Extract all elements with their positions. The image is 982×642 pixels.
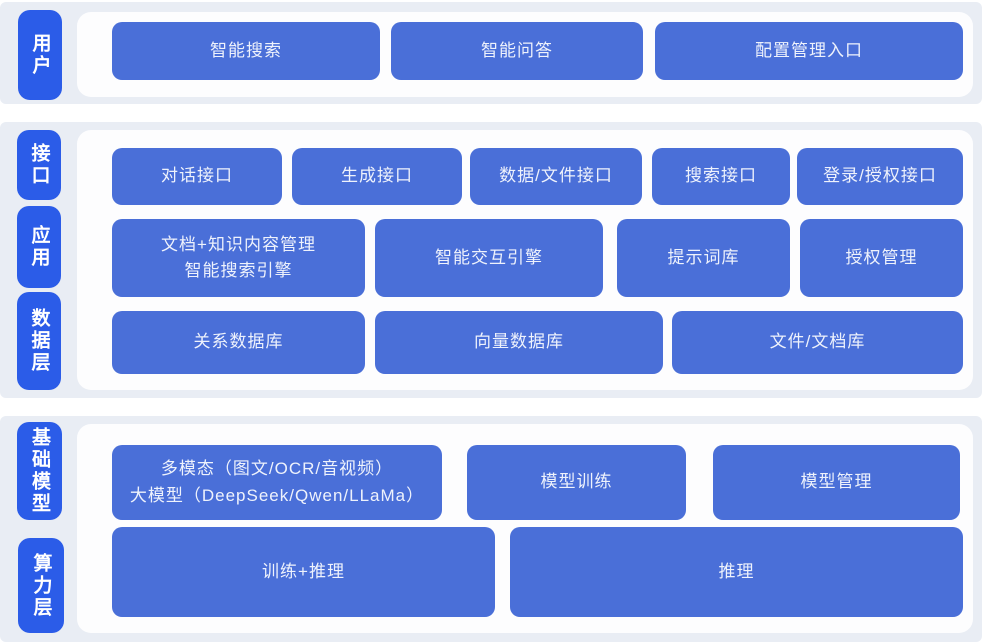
layer-label-data-text: 数据层 bbox=[28, 308, 50, 374]
layer-label-compute-text: 算力层 bbox=[30, 552, 52, 619]
block-generation-api: 生成接口 bbox=[292, 148, 462, 205]
block-inference: 推理 bbox=[510, 527, 963, 617]
layer-label-application: 应用 bbox=[17, 206, 61, 288]
block-login-auth-api: 登录/授权接口 bbox=[797, 148, 963, 205]
layer-label-foundation-model: 基础模型 bbox=[17, 422, 62, 520]
block-config-management-entry: 配置管理入口 bbox=[655, 22, 963, 80]
block-auth-management: 授权管理 bbox=[800, 219, 963, 297]
block-model-training: 模型训练 bbox=[467, 445, 686, 520]
block-dialog-api: 对话接口 bbox=[112, 148, 282, 205]
block-multimodal-llm: 多模态（图文/OCR/音视频） 大模型（DeepSeek/Qwen/LLaMa） bbox=[112, 445, 442, 520]
block-vector-db: 向量数据库 bbox=[375, 311, 663, 374]
block-prompt-library: 提示词库 bbox=[617, 219, 790, 297]
block-search-api: 搜索接口 bbox=[652, 148, 790, 205]
block-doc-knowledge-management: 文档+知识内容管理 智能搜索引擎 bbox=[112, 219, 365, 297]
layer-label-data: 数据层 bbox=[17, 292, 61, 390]
layer-label-application-text: 应用 bbox=[28, 225, 50, 269]
layer-label-user-text: 用户 bbox=[29, 33, 51, 77]
block-intelligent-qa: 智能问答 bbox=[391, 22, 643, 80]
layer-label-interface-text: 接口 bbox=[28, 143, 50, 187]
layer-label-user: 用户 bbox=[18, 10, 62, 100]
block-data-file-api: 数据/文件接口 bbox=[470, 148, 642, 205]
block-intelligent-search: 智能搜索 bbox=[112, 22, 380, 80]
block-relational-db: 关系数据库 bbox=[112, 311, 365, 374]
block-training-inference: 训练+推理 bbox=[112, 527, 495, 617]
layer-label-interface: 接口 bbox=[17, 130, 61, 200]
block-file-doc-store: 文件/文档库 bbox=[672, 311, 963, 374]
layer-label-compute: 算力层 bbox=[18, 538, 64, 633]
block-interaction-engine: 智能交互引擎 bbox=[375, 219, 603, 297]
block-model-management: 模型管理 bbox=[713, 445, 960, 520]
layer-label-foundation-model-text: 基础模型 bbox=[29, 427, 50, 515]
